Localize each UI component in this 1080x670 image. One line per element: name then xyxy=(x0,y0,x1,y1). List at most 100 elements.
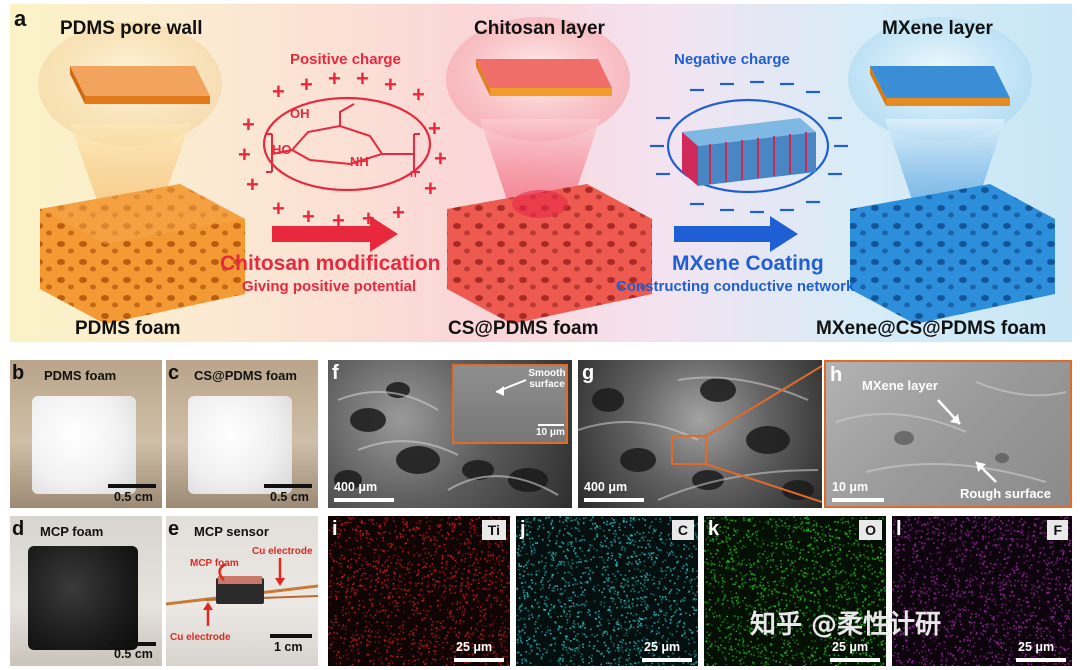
scale-bar-b xyxy=(108,484,156,488)
sem-texture-g xyxy=(578,365,822,503)
scale-bar-l xyxy=(1016,658,1066,662)
panel-letter-g: g xyxy=(582,362,595,384)
panel-letter-j: j xyxy=(520,518,526,540)
scale-text-b: 0.5 cm xyxy=(114,490,153,504)
beam-chitosan xyxy=(480,119,600,209)
sem-panel-g: g 400 μm xyxy=(578,360,822,508)
scale-bar-k xyxy=(830,658,880,662)
schematic-panel-a: ++++ ++++ ++++ ++++ + xyxy=(10,4,1072,342)
element-badge-f: F xyxy=(1047,520,1068,540)
slab-top-chitosan xyxy=(476,59,612,88)
panel-letter-c: c xyxy=(168,362,180,384)
scale-bar-e xyxy=(270,634,312,638)
panel-letter-e: e xyxy=(168,518,180,540)
element-badge-ti: Ti xyxy=(481,520,506,540)
svg-text:+: + xyxy=(238,142,251,167)
eds-speckle-texture xyxy=(704,516,886,666)
scale-text-l: 25 μm xyxy=(1018,640,1055,654)
svg-text:+: + xyxy=(424,176,437,201)
scale-text-c: 0.5 cm xyxy=(270,490,309,504)
foam-mxene xyxy=(850,184,1055,324)
label-positive-charge: Positive charge xyxy=(290,51,401,68)
inset-scale-bar xyxy=(538,424,564,426)
svg-text:+: + xyxy=(384,72,397,97)
mxene-crystal xyxy=(682,118,816,186)
scale-text-e: 1 cm xyxy=(274,640,303,654)
svg-text:+: + xyxy=(246,172,259,197)
watermark-text: 知乎 @柔性计研 xyxy=(750,610,942,640)
sem-panel-h: h MXene layer Rough surface 10 μm xyxy=(824,360,1072,508)
svg-text:+: + xyxy=(300,72,313,97)
black-foam-cube xyxy=(28,546,138,650)
inset-scale-text: 10 μm xyxy=(536,427,565,438)
scale-bar-j xyxy=(642,658,692,662)
label-mcp-foam: MCP foam xyxy=(190,558,239,569)
svg-text:+: + xyxy=(434,146,447,171)
eds-speckle-texture xyxy=(892,516,1072,666)
panel-letter-k: k xyxy=(708,518,720,540)
foam-chitosan xyxy=(447,184,652,324)
scale-text-f: 400 μm xyxy=(334,480,378,494)
sem-texture-f xyxy=(334,382,559,496)
photo-panel-c: c CS@PDMS foam 0.5 cm xyxy=(166,360,318,508)
svg-text:+: + xyxy=(412,82,425,107)
svg-text:+: + xyxy=(242,112,255,137)
scale-bar-c xyxy=(264,484,312,488)
panel-letter-b: b xyxy=(12,362,25,384)
schematic-graphics: ++++ ++++ ++++ ++++ + xyxy=(38,17,1055,324)
eds-map-o: k O 25 μm xyxy=(704,516,886,666)
chem-oh-top: OH xyxy=(290,106,310,121)
title-mxene-layer: MXene layer xyxy=(882,18,993,39)
label-mxene-layer: MXene layer xyxy=(862,378,938,393)
photo-panel-d: d MCP foam 0.5 cm xyxy=(10,516,162,666)
scale-text-j: 25 μm xyxy=(644,640,681,654)
minus-signs xyxy=(650,80,848,214)
positive-charge-ellipse xyxy=(262,96,432,192)
svg-text:+: + xyxy=(302,204,315,229)
slab-top-mxene xyxy=(870,66,1010,98)
label-cu-electrode-top: Cu electrode xyxy=(252,546,313,557)
eds-map-ti: i Ti 25 μm xyxy=(328,516,510,666)
scale-bar-d xyxy=(110,642,156,646)
label-giving-positive-potential: Giving positive potential xyxy=(242,278,417,295)
label-cs-pdms-foam: CS@PDMS foam xyxy=(448,318,599,339)
element-badge-o: O xyxy=(859,520,882,540)
svg-text:+: + xyxy=(328,66,341,91)
photo-panel-e: e MCP sensor MCP foam Cu electrode Cu el… xyxy=(166,516,318,666)
white-foam-cube xyxy=(32,396,136,494)
panel-letter-h: h xyxy=(830,364,843,386)
slab-top-pdms xyxy=(70,66,210,96)
scale-bar-h xyxy=(832,498,884,502)
scale-text-i: 25 μm xyxy=(456,640,493,654)
eds-map-c: j C 25 μm xyxy=(516,516,698,666)
white-foam-cube xyxy=(188,396,292,494)
chitosan-structure xyxy=(266,103,420,173)
inset-label-smooth-surface: Smooth surface xyxy=(528,368,566,390)
panel-letter-i: i xyxy=(332,518,338,540)
scale-text-d: 0.5 cm xyxy=(114,647,153,661)
panel-letter-a: a xyxy=(14,6,27,31)
svg-text:+: + xyxy=(392,200,405,225)
svg-text:+: + xyxy=(272,196,285,221)
photo-title-c: CS@PDMS foam xyxy=(194,368,297,383)
sem-texture-h xyxy=(835,381,1067,483)
label-pdms-foam: PDMS foam xyxy=(75,318,181,339)
sem-panel-f: Smooth surface 10 μm f 400 μm xyxy=(328,360,572,508)
chem-n-subscript: n xyxy=(410,168,417,180)
eds-map-f: l F 25 μm xyxy=(892,516,1072,666)
scale-bar-i xyxy=(454,658,504,662)
svg-text:+: + xyxy=(356,66,369,91)
label-constructing-conductive-network: Constructing conductive network xyxy=(616,278,855,295)
photo-panel-b: b PDMS foam 0.5 cm xyxy=(10,360,162,508)
eds-speckle-texture xyxy=(328,516,510,666)
scale-text-k: 25 μm xyxy=(832,640,869,654)
panel-letter-f: f xyxy=(332,362,339,384)
beam-mxene xyxy=(885,119,1005,209)
scale-text-g: 400 μm xyxy=(584,480,628,494)
photo-title-e: MCP sensor xyxy=(194,524,269,539)
chem-ho-left: HO xyxy=(272,142,292,157)
photo-title-b: PDMS foam xyxy=(44,368,117,383)
label-mxene-cs-pdms-foam: MXene@CS@PDMS foam xyxy=(816,318,1047,339)
arrow-mxene xyxy=(674,216,798,252)
inset-smooth-surface: Smooth surface 10 μm xyxy=(452,364,568,444)
